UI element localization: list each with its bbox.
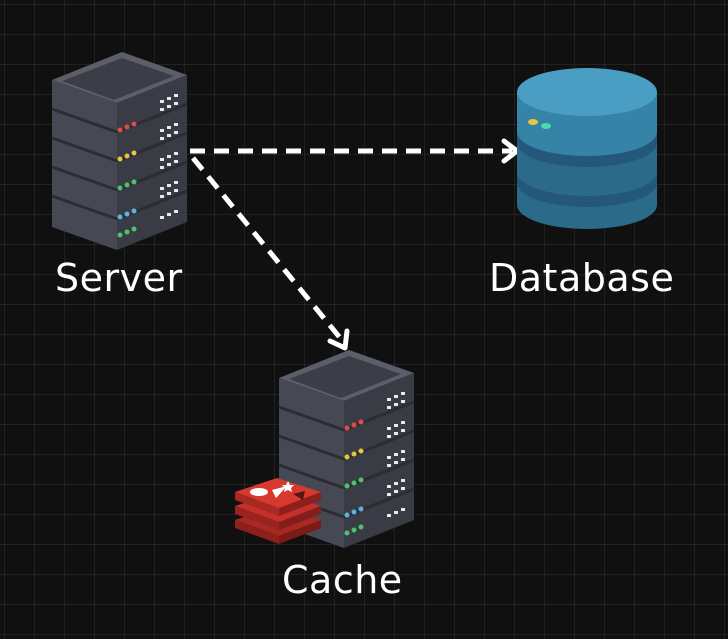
server-rack-icon — [51, 52, 188, 250]
cache-label: Cache — [282, 558, 403, 602]
edge-server-database — [190, 138, 520, 164]
database-cylinder-icon — [517, 68, 657, 229]
redis-logo-icon — [235, 478, 321, 544]
arrowhead-icon — [327, 328, 350, 351]
database-label: Database — [489, 256, 675, 300]
edge-server-cache — [191, 156, 350, 351]
server-label: Server — [55, 256, 183, 300]
